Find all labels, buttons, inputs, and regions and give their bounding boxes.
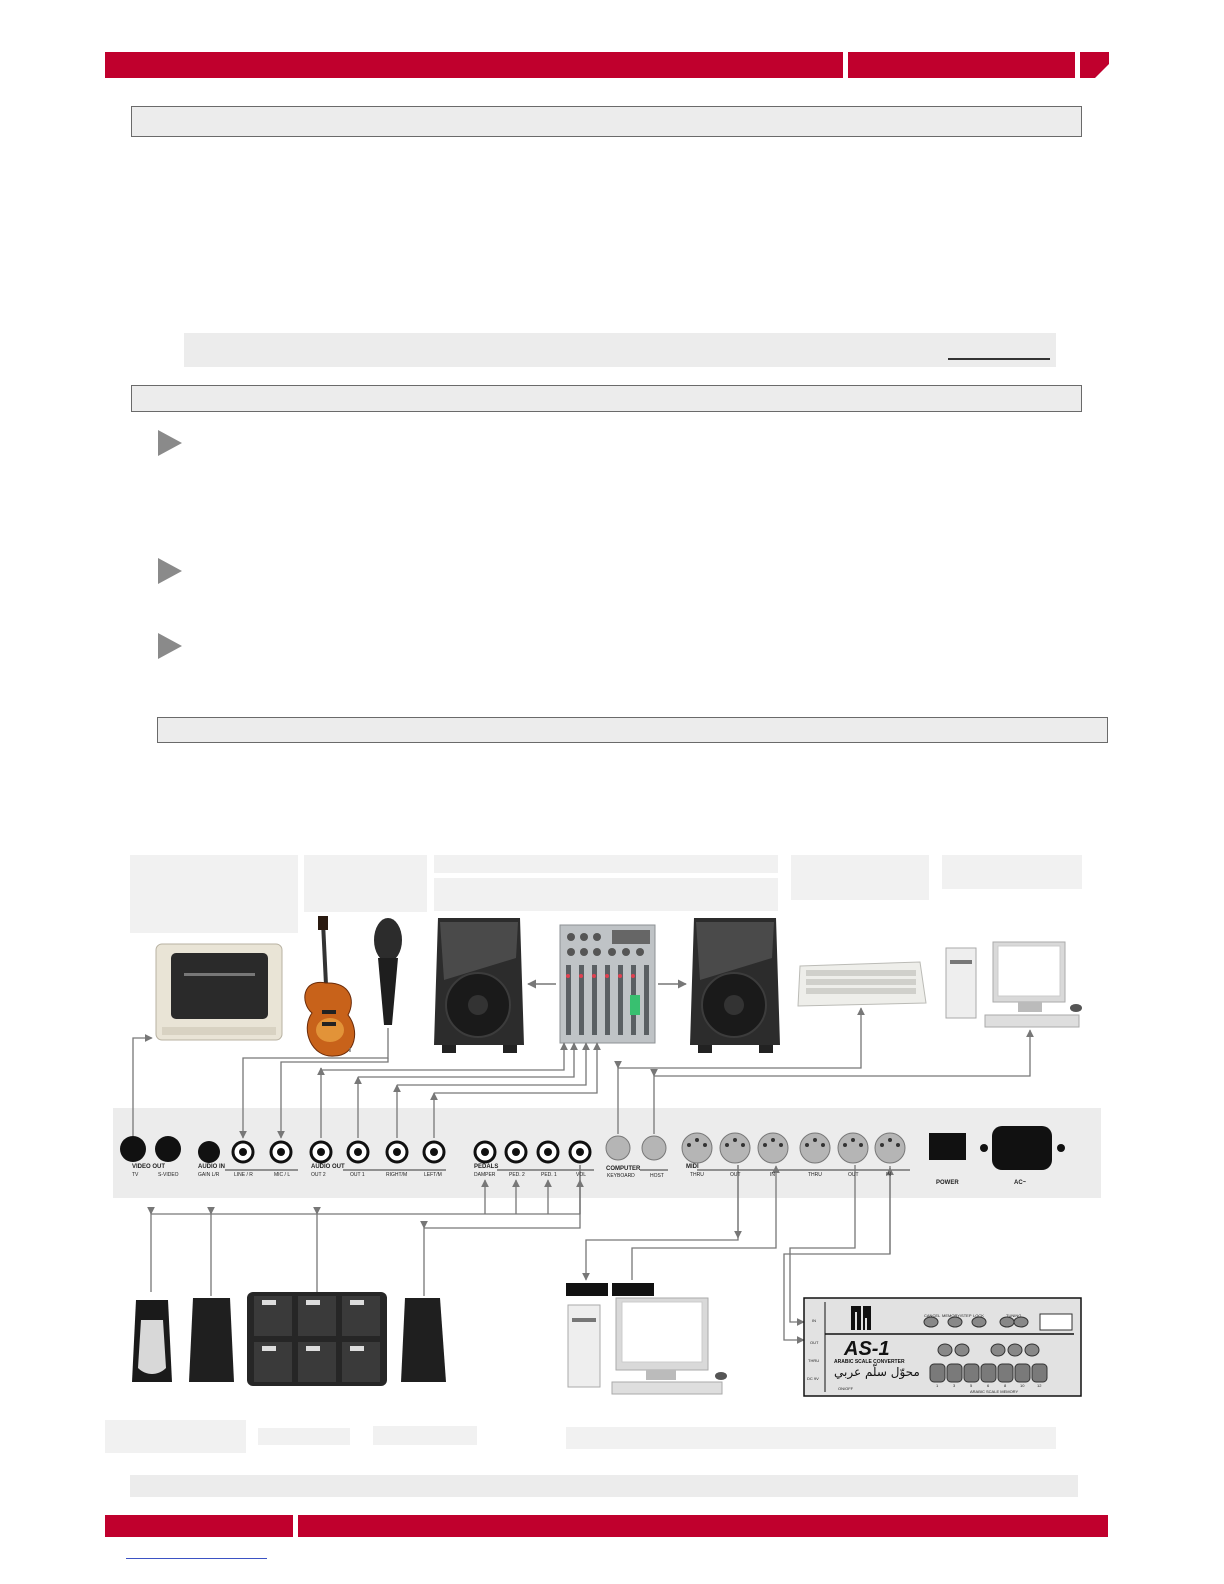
as1-num-6: 6 (987, 1383, 990, 1388)
footnote-bar (130, 1475, 1078, 1497)
caption-panel-speakers-2 (434, 878, 778, 911)
footer-bar-left (105, 1515, 293, 1537)
as1-model: AS-1 (844, 1338, 890, 1360)
desktop-computer-icon-top (945, 941, 1082, 1028)
label-left-m: LEFT/M (424, 1172, 442, 1178)
label-ped2: PED. 2 (509, 1172, 525, 1178)
label-out1: OUT 1 (350, 1172, 365, 1178)
as1-btn-lock: LOCK (973, 1313, 984, 1318)
note-box (184, 333, 1056, 367)
as1-arabic: محوّل سلّم عربي (834, 1365, 920, 1379)
label-thru-2: THRU (808, 1172, 822, 1178)
desktop-computer-icon-bottom (566, 1283, 727, 1395)
label-ped1: PED. 1 (541, 1172, 557, 1178)
label-right-m: RIGHT/M (386, 1172, 408, 1178)
header-bar-right (848, 52, 1075, 78)
as1-num-12: 12 (1037, 1383, 1042, 1388)
label-damper: DAMPER (474, 1172, 496, 1178)
bullet-arrow-icon (158, 558, 182, 584)
section-heading-box-3 (157, 717, 1108, 743)
volume-pedal-icon (401, 1298, 446, 1382)
caption-panel-speakers-1 (434, 855, 778, 873)
label-in-2: IN (886, 1172, 891, 1178)
header-bar-left (105, 52, 843, 78)
label-thru: THRU (690, 1172, 704, 1178)
as1-btn-tuning: TUNING (1006, 1313, 1022, 1318)
caption-panel-midi (566, 1427, 1056, 1449)
caption-panel-computer (942, 855, 1082, 889)
damper-pedal-icon (132, 1300, 172, 1382)
label-audio-in: AUDIO IN (198, 1164, 225, 1170)
label-out-2: OUT (848, 1172, 859, 1178)
footer-bar-right (298, 1515, 1108, 1537)
label-video-out: VIDEO OUT (132, 1164, 166, 1170)
label-pedals: PEDALS (474, 1164, 499, 1170)
guitar-icon (304, 916, 356, 1057)
as1-side-out: OUT (810, 1340, 819, 1345)
panel-jacks (120, 1126, 1065, 1171)
footer-link-underline[interactable] (126, 1558, 267, 1559)
tv-monitor-icon (155, 943, 283, 1041)
label-audio-out: AUDIO OUT (311, 1164, 345, 1170)
foot-pedal-icon (189, 1298, 234, 1382)
label-gain: GAIN L/R (198, 1172, 220, 1178)
caption-panel-tv (130, 855, 298, 933)
label-host: HOST (650, 1173, 664, 1179)
label-s-video: S-VIDEO (158, 1172, 179, 1178)
as1-bottom-left: ON/OFF (838, 1386, 854, 1391)
as1-num-3: 3 (953, 1383, 956, 1388)
label-in: IN (770, 1172, 775, 1178)
as1-num-10: 10 (1020, 1383, 1025, 1388)
as1-device (803, 1297, 1082, 1397)
label-tv: TV (132, 1172, 139, 1178)
computer-keyboard-icon (797, 961, 927, 1007)
as1-num-8: 8 (1004, 1383, 1007, 1388)
label-midi: MIDI (686, 1164, 699, 1170)
as1-side-thru: THRU (808, 1358, 820, 1363)
label-mic-l: MIC / L (274, 1172, 291, 1178)
label-out: OUT (730, 1172, 741, 1178)
as1-num-5: 5 (970, 1383, 973, 1388)
as1-btn-memory: MEMORY/STEP (942, 1313, 972, 1318)
caption-panel-pedal-3 (373, 1426, 477, 1445)
label-keyboard: KEYBOARD (607, 1173, 635, 1179)
caption-panel-pedal-1 (105, 1420, 246, 1453)
as1-num-1: 1 (936, 1383, 939, 1388)
caption-panel-keyboard (791, 855, 929, 900)
header-corner-tab (1080, 52, 1109, 78)
bullet-arrow-icon (158, 430, 182, 456)
microphone-icon (374, 918, 402, 1025)
bullet-arrow-icon (158, 633, 182, 659)
speaker-right-icon (690, 918, 780, 1053)
as1-side-in: IN (812, 1318, 816, 1323)
label-ac: AC~ (1014, 1180, 1027, 1186)
speaker-left-icon (434, 918, 524, 1053)
caption-panel-pedal-2 (258, 1428, 350, 1445)
as1-btn-cancel: CANCEL (924, 1313, 941, 1318)
as1-bottom-center: ARABIC SCALE MEMORY (970, 1389, 1019, 1394)
section-heading-box-2 (131, 385, 1082, 412)
caption-panel-instruments (304, 855, 427, 912)
label-out2: OUT 2 (311, 1172, 326, 1178)
label-computer: COMPUTER (606, 1166, 641, 1172)
note-underline (948, 358, 1050, 360)
multi-footswitch-icon (247, 1292, 387, 1386)
as1-subtitle: ARABIC SCALE CONVERTER (834, 1359, 905, 1365)
label-line-r: LINE / R (234, 1172, 253, 1178)
mixer-icon (559, 924, 656, 1044)
label-power: POWER (936, 1180, 959, 1186)
as1-side-dc: DC 9V (807, 1376, 819, 1381)
label-vol: VOL (576, 1172, 587, 1178)
section-heading-box-1 (131, 106, 1082, 137)
